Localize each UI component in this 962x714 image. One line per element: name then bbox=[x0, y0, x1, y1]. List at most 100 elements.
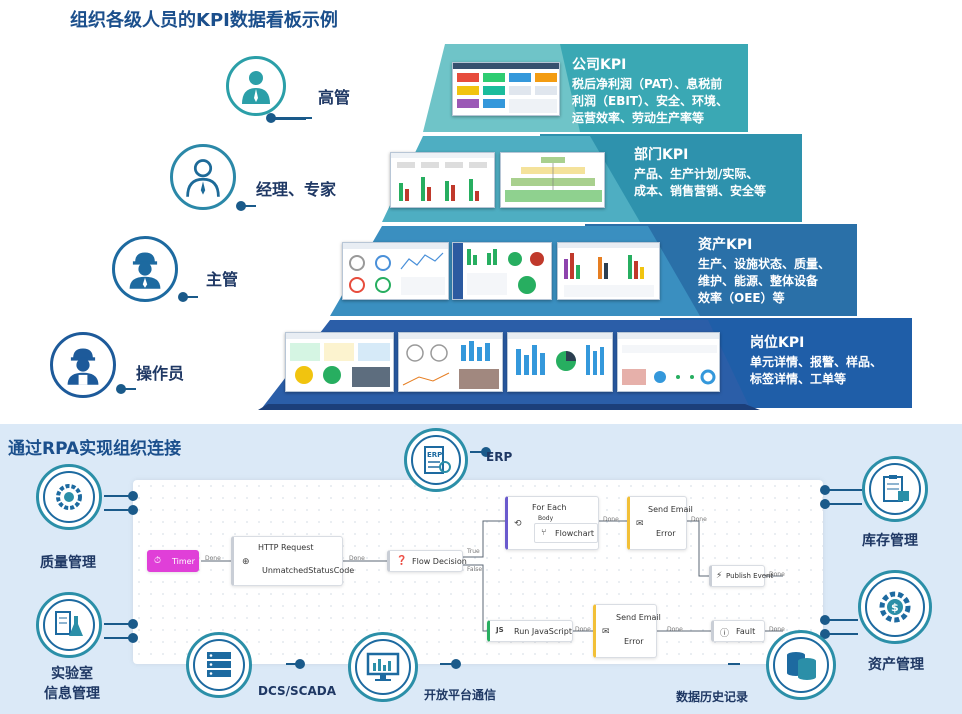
edge-label: Done bbox=[205, 555, 221, 562]
open-platform-label: 开放平台通信 bbox=[424, 688, 497, 702]
dashboard-thumbnail bbox=[617, 332, 720, 392]
node-body-label: Body bbox=[538, 515, 554, 522]
node-label: Flowchart bbox=[555, 529, 595, 538]
connector-dot bbox=[236, 201, 246, 211]
executive-person-icon bbox=[226, 56, 286, 116]
supervisor-helmet-icon bbox=[112, 236, 178, 302]
history-circle[interactable] bbox=[766, 630, 836, 700]
assets-label: 资产管理 bbox=[868, 657, 924, 673]
lightning-icon: ⚡ bbox=[716, 571, 723, 581]
kpi-desc: 产品、生产计划/实际、成本、销售营销、安全等 bbox=[634, 167, 767, 198]
kpi-desc: 税后净利润（PAT）、息税前利润（EBIT）、安全、环境、运营效率、劳动生产率等 bbox=[572, 77, 728, 125]
js-icon: JS bbox=[496, 626, 504, 634]
connector-dot bbox=[116, 384, 126, 394]
page-title: 组织各级人员的KPI数据看板示例 bbox=[70, 10, 338, 31]
dashboard-thumbnail bbox=[557, 242, 660, 300]
edge-label: Done bbox=[769, 626, 785, 633]
monitor-chart-icon bbox=[366, 652, 400, 681]
dcs-label: DCS/SCADA bbox=[258, 684, 336, 698]
dashboard-thumbnail bbox=[390, 152, 495, 208]
flowchart-subnode[interactable]: ⑂ Flowchart bbox=[534, 523, 598, 543]
kpi-title: 公司KPI bbox=[572, 57, 627, 73]
node-label: Run JavaScript bbox=[514, 627, 572, 636]
node-title: Send Email bbox=[616, 613, 661, 622]
mail-icon: ✉ bbox=[636, 519, 644, 529]
connector-line bbox=[270, 118, 306, 120]
alert-icon: ⓘ bbox=[720, 629, 730, 639]
history-label: 数据历史记录 bbox=[676, 690, 749, 704]
node-title: For Each bbox=[532, 503, 567, 512]
edge-label: Done bbox=[769, 571, 785, 578]
fault-node[interactable]: ⓘ Fault bbox=[711, 620, 765, 642]
manager-person-icon bbox=[170, 144, 236, 210]
connector-line bbox=[122, 388, 136, 390]
run-javascript-node[interactable]: JS Run JavaScript bbox=[487, 620, 573, 642]
connector-dot bbox=[266, 113, 276, 123]
dcs-circle[interactable] bbox=[186, 632, 252, 698]
rpa-section: 通过RPA实现组织连接 ⏱ Timer Done HTTP bbox=[0, 424, 962, 714]
decision-icon: ❓ bbox=[396, 556, 408, 566]
node-sub: Error bbox=[624, 637, 644, 646]
kpi-title: 资产KPI bbox=[698, 237, 753, 253]
send-email-node[interactable]: Send Email ✉ Error bbox=[627, 496, 693, 550]
connector-dot bbox=[178, 292, 188, 302]
level-label-operator: 操作员 bbox=[136, 364, 185, 383]
dashboard-thumbnail bbox=[285, 332, 394, 392]
kpi-box-position: 岗位KPI 单元详情、报警、样品、标签详情、工单等 bbox=[740, 326, 892, 394]
assets-circle[interactable]: $ bbox=[858, 570, 932, 644]
workflow-edges bbox=[201, 520, 783, 632]
server-rack-icon bbox=[207, 652, 231, 677]
level-label-executive: 高管 bbox=[318, 88, 351, 107]
kpi-title: 岗位KPI bbox=[750, 335, 805, 351]
globe-icon: ⊕ bbox=[242, 557, 250, 567]
dashboard-thumbnail bbox=[507, 332, 613, 392]
flowchart-icon: ⑂ bbox=[541, 528, 547, 538]
rpa-title: 通过RPA实现组织连接 bbox=[8, 439, 182, 459]
send-email-node[interactable]: Send Email ✉ Error bbox=[593, 604, 661, 658]
flow-decision-node[interactable]: ❓ Flow Decision bbox=[387, 550, 467, 572]
dashboard-thumbnail bbox=[452, 62, 560, 116]
kpi-desc: 生产、设施状态、质量、维护、能源、整体设备效率（OEE）等 bbox=[698, 257, 831, 305]
dashboard-thumbnail bbox=[500, 152, 605, 208]
operator-helmet-icon bbox=[50, 332, 116, 398]
quality-gear-icon bbox=[56, 484, 82, 510]
kpi-box-asset: 资产KPI 生产、设施状态、质量、维护、能源、整体设备效率（OEE）等 bbox=[688, 228, 840, 313]
edge-label: True bbox=[467, 548, 480, 555]
connector-line bbox=[272, 117, 312, 119]
clipboard-box-icon bbox=[883, 475, 909, 502]
quality-circle[interactable] bbox=[36, 464, 102, 530]
node-label: Timer bbox=[172, 557, 195, 566]
erp-document-icon: ERP bbox=[424, 446, 451, 474]
publish-event-node[interactable]: ⚡ Publish Event bbox=[709, 565, 773, 587]
kpi-title: 部门KPI bbox=[634, 147, 689, 163]
http-request-node[interactable]: HTTP Request ⊕ UnmatchedStatusCode bbox=[231, 536, 354, 586]
dashboard-thumbnail bbox=[452, 242, 552, 300]
kpi-desc: 单元详情、报警、样品、标签详情、工单等 bbox=[750, 355, 883, 386]
edge-label: Done bbox=[349, 555, 365, 562]
svg-text:$: $ bbox=[891, 601, 899, 614]
inventory-circle[interactable] bbox=[862, 456, 928, 522]
gear-money-icon: $ bbox=[879, 591, 911, 623]
erp-circle[interactable]: ERP bbox=[404, 428, 468, 492]
open-platform-circle[interactable] bbox=[348, 632, 418, 702]
lab-label: 实验室信息管理 bbox=[44, 666, 100, 702]
node-label: Fault bbox=[736, 627, 756, 636]
system-connectors bbox=[104, 447, 862, 669]
database-icon bbox=[787, 652, 816, 680]
edge-label: Done bbox=[667, 626, 683, 633]
level-label-supervisor: 主管 bbox=[206, 270, 239, 289]
erp-label: ERP bbox=[486, 450, 513, 464]
node-sub: Error bbox=[656, 529, 676, 538]
node-title: Send Email bbox=[648, 505, 693, 514]
connector-line bbox=[242, 205, 256, 207]
node-label: Publish Event bbox=[726, 572, 774, 580]
workflow-canvas: ⏱ Timer Done HTTP Request ⊕ UnmatchedSta… bbox=[133, 480, 823, 664]
edge-label: Done bbox=[691, 516, 707, 523]
lab-circle[interactable] bbox=[36, 592, 102, 658]
node-title: HTTP Request bbox=[258, 543, 314, 552]
lab-flask-icon bbox=[55, 611, 83, 636]
node-sub: UnmatchedStatusCode bbox=[262, 566, 355, 575]
for-each-node[interactable]: For Each ⟲ Body ⑂ Flowchart bbox=[505, 496, 599, 550]
timer-node[interactable]: ⏱ Timer bbox=[147, 550, 199, 572]
dashboard-thumbnail bbox=[398, 332, 503, 392]
